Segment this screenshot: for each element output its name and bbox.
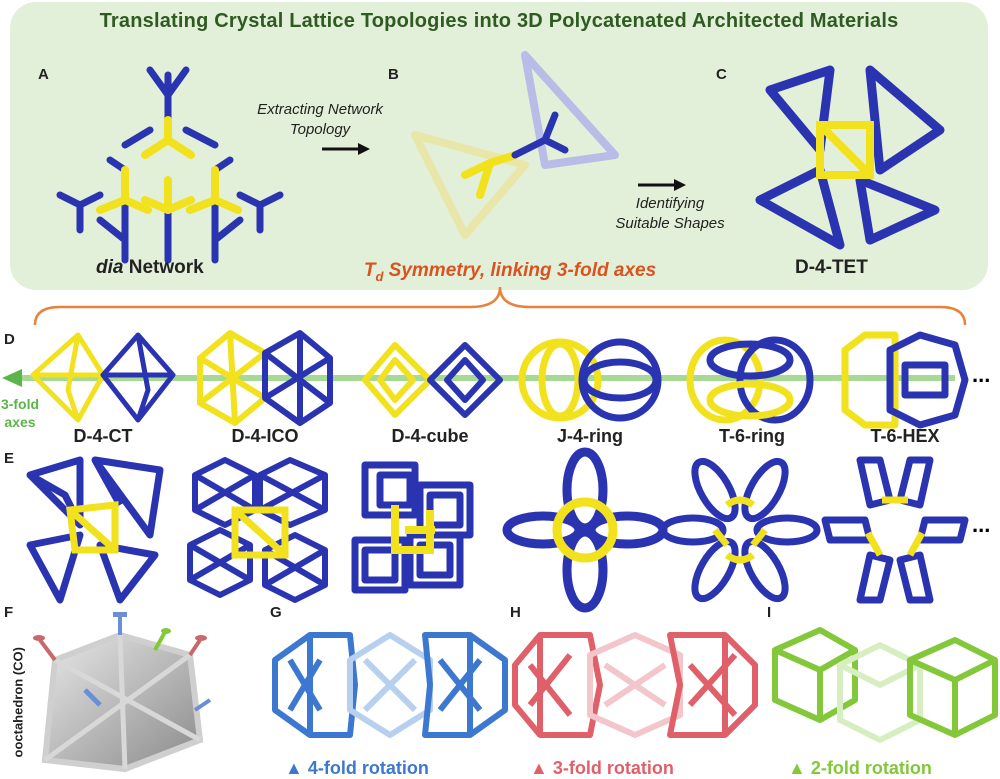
panel-label-h: H: [510, 604, 521, 621]
label-d4-cube: D-4-cube: [391, 426, 469, 446]
network-word: Network: [123, 257, 204, 278]
cuboctahedron-side-label: ooctahedron (CO): [10, 647, 26, 758]
extract-arrow-icon: [322, 143, 370, 155]
identify-note: Identifying Suitable Shapes: [585, 194, 755, 234]
t6-hex-shape: [841, 331, 969, 429]
fold-line-1: 3-fold: [0, 396, 40, 412]
orange-brace: [33, 286, 967, 326]
d4-ico-shape: [197, 330, 333, 426]
row-e-ellipsis: ...: [972, 512, 991, 537]
extract-line-2: Topology: [289, 121, 351, 138]
green-axis-arrow: [2, 369, 955, 387]
identify-arrow-icon: [638, 179, 686, 191]
h-red-chain: [512, 632, 758, 738]
identify-line-2: Suitable Shapes: [615, 215, 725, 232]
fold-line-2: axes: [4, 414, 36, 430]
td-t: T: [363, 260, 376, 281]
label-t6-hex: T-6-HEX: [870, 426, 940, 446]
t6-ring-shape: [686, 336, 814, 424]
e-d4-ico-assembly: [187, 457, 328, 603]
panel-label-c: C: [716, 66, 727, 83]
panel-label-g: G: [270, 604, 282, 621]
td-rest: Symmetry, linking 3-fold axes: [383, 260, 657, 281]
panel-label-f: F: [4, 604, 14, 621]
label-j4-ring: J-4-ring: [556, 426, 623, 446]
i-note-text: 2-fold rotation: [810, 758, 932, 778]
tetrahedra-pair-diagram: [411, 51, 619, 239]
label-t6-ring: T-6-ring: [719, 426, 785, 446]
dia-network-diagram: [56, 66, 284, 264]
td-symmetry-text: Td Symmetry, linking 3-fold axes: [300, 260, 720, 284]
extract-note: Extracting Network Topology: [245, 100, 395, 140]
e-j4-ring-assembly: [502, 447, 668, 613]
panel-label-d: D: [4, 331, 15, 348]
identify-line-1: Identifying: [635, 195, 705, 212]
label-d4-ct: D-4-CT: [73, 426, 133, 446]
g-blue-chain: [272, 632, 508, 738]
figure-title: Translating Crystal Lattice Topologies i…: [99, 10, 899, 32]
extract-line-1: Extracting Network: [257, 101, 383, 118]
e-t6-ring-assembly: [659, 457, 821, 603]
e-d4-ct-assembly: [26, 456, 164, 604]
h-note-text: 3-fold rotation: [552, 758, 674, 778]
label-d4-ico: D-4-ICO: [231, 426, 299, 446]
dia-network-caption: dia Network: [96, 257, 204, 279]
e-d4-cube-assembly: [351, 461, 474, 594]
j4-ring-shape: [518, 338, 662, 422]
row-d-ellipsis: ...: [972, 362, 991, 387]
panel-label-i: I: [767, 604, 772, 621]
i-green-chain: [772, 627, 998, 743]
td-subscript: d: [375, 268, 384, 284]
d4-tet-diagram: [755, 65, 945, 250]
cuboctahedron-model: [33, 612, 212, 773]
dia-italic: dia: [96, 257, 124, 278]
panel-label-a: A: [38, 66, 49, 83]
g-note-text: 4-fold rotation: [307, 758, 429, 778]
e-t6-hex-assembly: [821, 456, 969, 604]
d4-cube-shape: [362, 342, 503, 418]
d4-tet-caption: D-4-TET: [795, 257, 868, 278]
d4-ct-shape: [30, 332, 176, 423]
panel-label-b: B: [388, 66, 399, 83]
panel-label-e: E: [4, 450, 15, 467]
three-fold-axes-label: 3-fold axes: [0, 395, 40, 431]
